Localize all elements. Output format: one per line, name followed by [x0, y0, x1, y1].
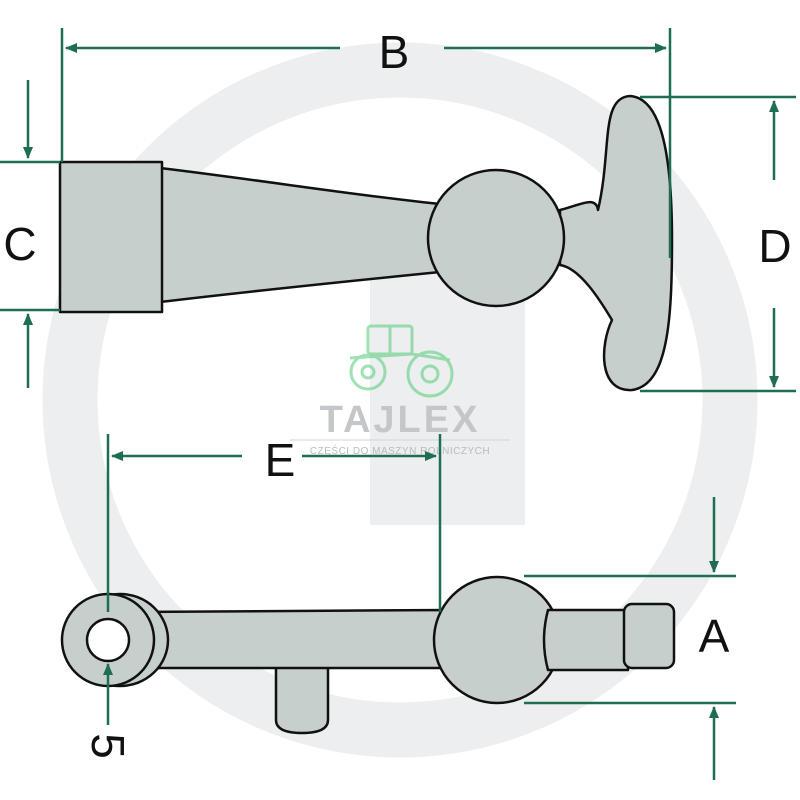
dimension-lines	[0, 28, 796, 780]
dimension-label-a: A	[699, 610, 730, 662]
dimension-label-b: B	[379, 26, 410, 78]
hook-top-view	[58, 94, 674, 392]
ball-joint	[426, 168, 566, 308]
ball-joint-bottom	[432, 575, 562, 705]
dimension-label-c: C	[3, 218, 36, 270]
dimension-label-d: D	[758, 220, 791, 272]
watermark-brand: TAJLEX CZĘŚCI DO MASZYN ROLNICZYCH	[290, 324, 510, 457]
neck	[542, 608, 630, 672]
dimension-label-hole: 5	[82, 733, 134, 759]
watermark-brand-text: TAJLEX	[320, 399, 481, 441]
stem-peg	[274, 663, 330, 735]
arm	[128, 608, 452, 670]
dimension-label-e: E	[265, 434, 296, 486]
t-handle	[558, 94, 674, 392]
cylindrical-cap	[58, 160, 164, 314]
end-cap	[622, 602, 676, 670]
watermark-tagline-text: CZĘŚCI DO MASZYN ROLNICZYCH	[310, 444, 490, 457]
tractor-icon	[349, 324, 454, 398]
eye-hole	[85, 617, 131, 663]
hook-bottom-view	[60, 575, 676, 735]
watermark-g-logo	[42, 42, 758, 758]
